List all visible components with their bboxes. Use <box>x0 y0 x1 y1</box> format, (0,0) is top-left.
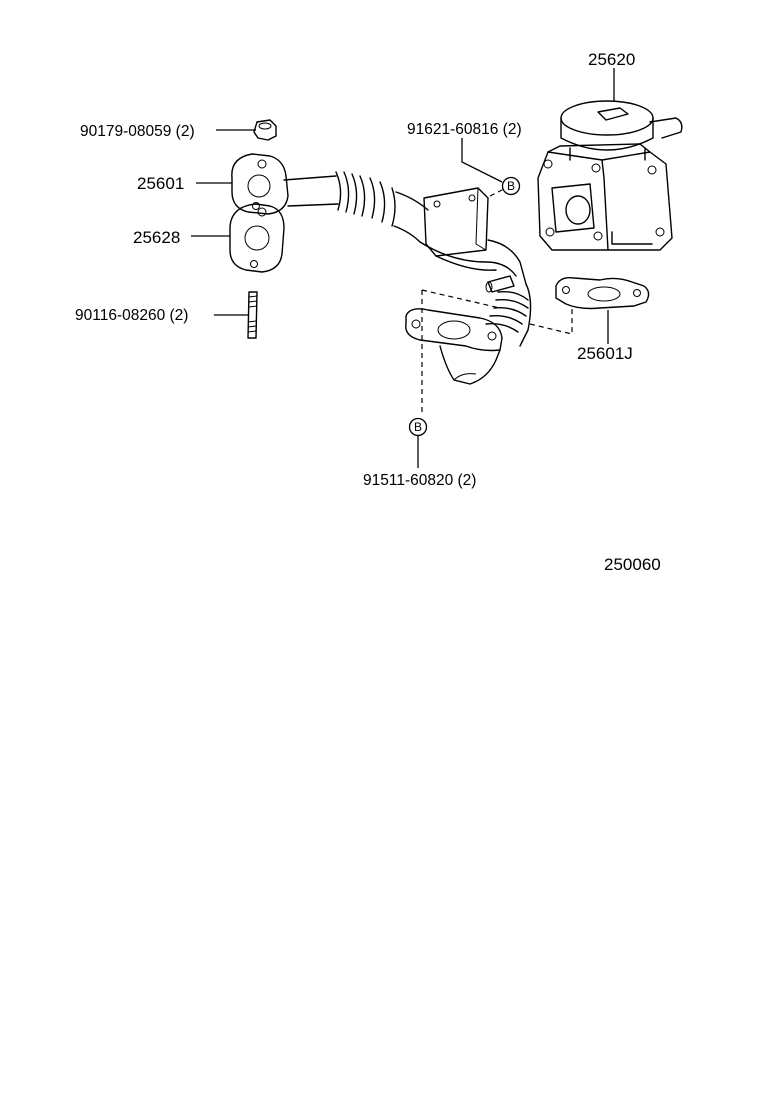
marker-b-lower: B <box>408 417 428 437</box>
marker-b-upper: B <box>501 176 521 196</box>
svg-text:B: B <box>507 179 515 193</box>
stud-label: 90116-08260 (2) <box>75 307 188 324</box>
gasket-upper <box>231 153 289 215</box>
egr-valve-label: 25620 <box>588 50 635 69</box>
bolt-lower-label: 91511-60820 (2) <box>363 472 476 489</box>
bolt-upper-label: 91621-60816 (2) <box>407 121 522 138</box>
nut-label: 90179-08059 (2) <box>80 123 195 140</box>
egr-pipe <box>283 171 532 385</box>
gasket-valve-label: 25601J <box>577 344 633 363</box>
svg-text:B: B <box>414 420 422 434</box>
nut <box>253 119 277 141</box>
gasket-upper-label: 25601 <box>137 174 184 193</box>
gasket-valve <box>555 276 650 310</box>
figure-number: 250060 <box>604 555 661 574</box>
bolt-upper-leader <box>461 138 503 183</box>
assembly-lines <box>421 187 573 412</box>
gasket-lower-label: 25628 <box>133 228 180 247</box>
stud <box>247 291 258 339</box>
gasket-lower <box>229 203 285 273</box>
egr-valve <box>537 100 683 251</box>
